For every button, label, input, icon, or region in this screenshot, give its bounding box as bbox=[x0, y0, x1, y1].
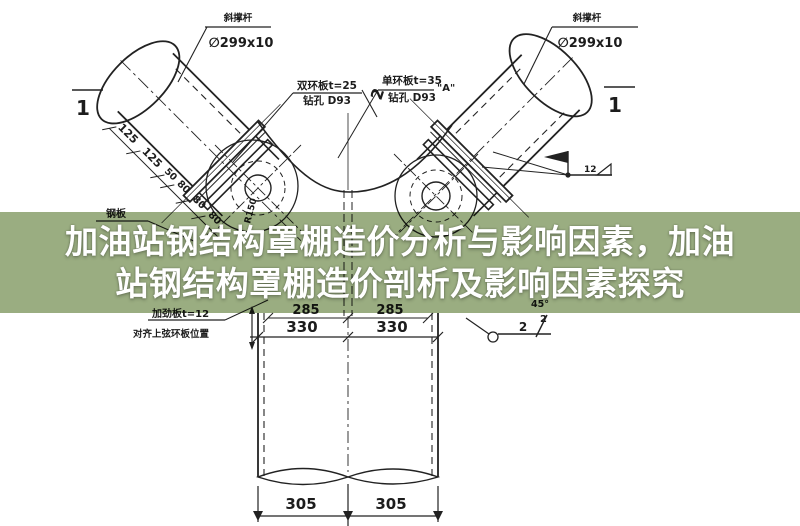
right-hole bbox=[421, 181, 451, 211]
left-pipe-flange bbox=[182, 119, 267, 204]
double-ring-line2: 钻孔 D93 bbox=[303, 94, 351, 107]
left-hole-dashed-circle bbox=[230, 160, 286, 216]
break-line-left bbox=[255, 467, 351, 486]
dim-arrow-1 bbox=[253, 511, 263, 521]
section-1-left-label: 1 bbox=[76, 96, 90, 120]
title-banner-background bbox=[0, 212, 800, 313]
bevel-size-right-label: 2 bbox=[540, 314, 547, 325]
dim-arrow-3 bbox=[433, 511, 443, 521]
right-pipe-end-ellipse bbox=[508, 33, 593, 118]
dim-305-right: 305 bbox=[375, 495, 406, 513]
section-mark-left: 1 bbox=[72, 89, 103, 120]
double-ring-callout: 双环板t=25 钻孔 D93 bbox=[232, 79, 362, 163]
fillet-weld-icon bbox=[595, 162, 612, 176]
dim-50: 50 bbox=[162, 166, 179, 183]
weld-size-label: 12 bbox=[584, 165, 597, 175]
weld-flag-icon bbox=[544, 151, 568, 163]
left-pipe-size-label: ∅299x10 bbox=[209, 36, 274, 51]
section-mark-center: 2 bbox=[361, 86, 389, 118]
single-ring-callout: 单环板t=35 钻孔 D93 "A" bbox=[337, 74, 455, 159]
right-pipe-callout: 斜撑杆 ∅299x10 bbox=[523, 12, 638, 85]
right-pipe-name-label: 斜撑杆 bbox=[572, 12, 602, 24]
banner-title-line1: 加油站钢结构罩棚造价分析与影响因素，加油 bbox=[65, 221, 735, 261]
dimension-row-285 bbox=[262, 312, 434, 324]
right-pipe-size-label: ∅299x10 bbox=[558, 36, 623, 51]
bevel-size-left-label: 2 bbox=[519, 320, 527, 334]
dim-125-b: 125 bbox=[139, 145, 164, 170]
left-pipe-end-ellipse bbox=[96, 40, 181, 125]
left-pipe-name-label: 斜撑杆 bbox=[223, 12, 253, 24]
double-ring-line1: 双环板t=25 bbox=[296, 79, 357, 92]
dimension-row-330 bbox=[250, 308, 444, 348]
section-1-right-label: 1 bbox=[608, 93, 622, 117]
left-pipe-callout: 斜撑杆 ∅299x10 bbox=[177, 12, 274, 83]
stiffener-line2: 对齐上弦环板位置 bbox=[133, 328, 210, 340]
dim-80-b: 80 bbox=[190, 194, 208, 212]
single-ring-line2: 钻孔 D93 bbox=[388, 91, 436, 104]
dim-arrow-2 bbox=[343, 511, 353, 521]
dim-330-right: 330 bbox=[376, 318, 407, 336]
weld-all-around-icon bbox=[487, 331, 499, 343]
break-line-right bbox=[345, 468, 441, 485]
right-pipe bbox=[391, 33, 593, 239]
right-pipe-centerline bbox=[391, 57, 573, 239]
right-pipe-flange bbox=[429, 119, 514, 204]
dim-305-left: 305 bbox=[285, 495, 316, 513]
title-banner: 加油站钢结构罩棚造价分析与影响因素，加油 站钢结构罩棚造价剖析及影响因素探究 bbox=[0, 212, 800, 313]
left-pipe-centerline bbox=[120, 60, 302, 242]
dim-125-a: 125 bbox=[115, 121, 140, 146]
right-ring-plate bbox=[422, 138, 495, 211]
left-pipe-seam-dashed bbox=[175, 68, 241, 134]
column bbox=[255, 313, 441, 486]
left-ring-plate bbox=[201, 138, 274, 211]
detail-a-label: "A" bbox=[437, 83, 455, 94]
arrow-down bbox=[249, 342, 255, 350]
banner-title-line2: 站钢结构罩棚造价剖析及影响因素探究 bbox=[115, 263, 685, 303]
left-hole bbox=[244, 174, 272, 202]
section-mark-right: 1 bbox=[604, 86, 635, 117]
single-ring-line1: 单环板t=35 bbox=[382, 74, 442, 87]
field-weld-symbol: 12 bbox=[481, 151, 612, 178]
dim-330-left: 330 bbox=[286, 318, 317, 336]
dim-80-a: 80 bbox=[174, 179, 192, 197]
section-2-label: 2 bbox=[367, 86, 389, 102]
